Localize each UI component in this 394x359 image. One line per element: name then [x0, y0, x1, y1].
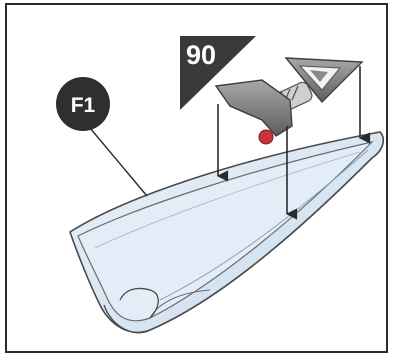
channel-trough — [70, 132, 383, 333]
label-text: F1 — [71, 94, 96, 117]
angle-text: 90 — [186, 40, 216, 70]
connector-piece-icon — [216, 58, 362, 144]
red-knob-icon — [259, 130, 273, 144]
label-leader-line — [90, 128, 147, 196]
part-label-f1: F1 — [56, 77, 147, 196]
